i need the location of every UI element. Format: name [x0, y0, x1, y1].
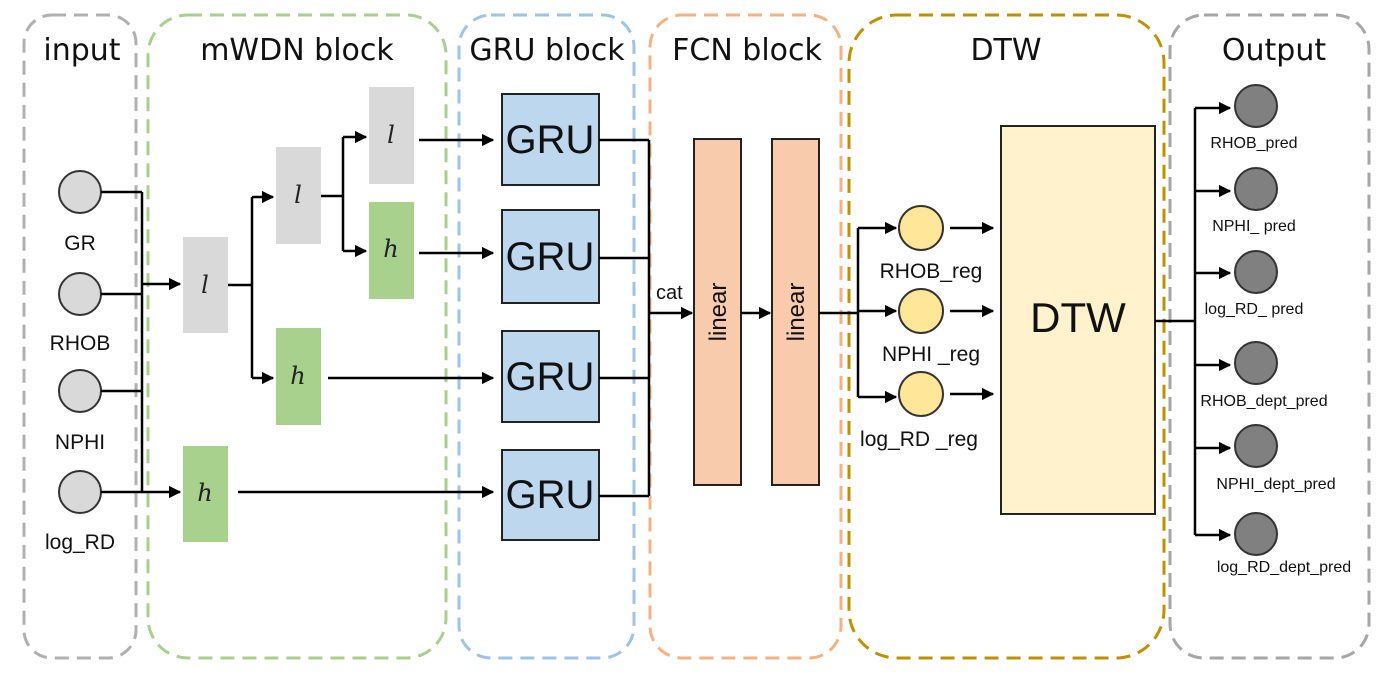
output-section-frame	[1168, 13, 1371, 660]
wavelet-low-box-level3	[369, 87, 414, 184]
gru-box-1	[501, 93, 600, 186]
reg-label-logrd: log_RD _reg	[860, 428, 978, 451]
output-label-nphi-dept-pred: NPHI_dept_pred	[1216, 476, 1335, 493]
fcn-section-title: FCN block	[672, 33, 822, 68]
reg-node-logrd	[898, 371, 944, 417]
fcn-wires	[741, 221, 898, 404]
fcn-section-frame	[648, 13, 843, 660]
reg-to-dtw-wires	[950, 221, 995, 401]
input-label-logrd: log_RD	[45, 531, 115, 554]
wavelet-low-label-level1: l	[201, 271, 209, 299]
output-label-rhob-dept-pred: RHOB_dept_pred	[1200, 393, 1327, 410]
input-section-frame	[22, 13, 138, 660]
gru-box-4	[501, 449, 600, 541]
output-label-nphi-pred: NPHI_ pred	[1212, 218, 1296, 235]
concat-label: cat	[656, 282, 683, 304]
output-node-rhob-dept-pred	[1234, 341, 1278, 385]
input-node-rhob	[58, 272, 102, 316]
output-label-logrd-dept-pred: log_RD_dept_pred	[1217, 559, 1351, 576]
reg-label-nphi: NPHI _reg	[882, 343, 980, 366]
wavelet-high-box-level2	[276, 328, 321, 425]
gru-section-title: GRU block	[469, 33, 625, 68]
gru-box-3	[501, 330, 600, 423]
dtw-section-frame	[847, 13, 1166, 660]
input-node-gr	[58, 170, 102, 214]
dtw-box-label: DTW	[1030, 294, 1126, 341]
wavelet-high-box-level3	[369, 202, 414, 299]
output-node-logrd-dept-pred	[1234, 512, 1278, 556]
linear-label-1: linear	[705, 283, 732, 342]
input-label-gr: GR	[64, 232, 96, 255]
wavelet-low-label-level3: l	[387, 121, 395, 149]
dtw-box	[1000, 125, 1156, 515]
dtw-section-title: DTW	[970, 33, 1041, 68]
gru-label-3: GRU	[506, 355, 595, 399]
reg-label-rhob: RHOB_reg	[880, 260, 983, 283]
output-label-rhob-pred: RHOB_pred	[1210, 135, 1297, 152]
output-node-nphi-pred	[1234, 167, 1278, 211]
input-node-logrd	[58, 470, 102, 514]
mwdn-section-title: mWDN block	[200, 33, 394, 68]
input-label-nphi: NPHI	[55, 431, 105, 454]
gru-label-2: GRU	[506, 235, 595, 279]
gru-box-2	[501, 209, 600, 304]
input-node-nphi	[58, 369, 102, 413]
output-node-logrd-pred	[1234, 250, 1278, 294]
input-label-rhob: RHOB	[50, 332, 111, 355]
wavelet-high-label-level3: h	[383, 235, 398, 263]
output-section-title: Output	[1222, 33, 1326, 68]
linear-label-2: linear	[783, 283, 810, 342]
wavelet-high-label-level2: h	[290, 362, 305, 390]
wavelet-high-label-level1: h	[197, 479, 212, 507]
gru-concat-wires	[599, 138, 694, 498]
reg-node-rhob	[898, 205, 944, 251]
wavelet-high-box-level1	[183, 446, 228, 542]
gru-section-frame	[457, 13, 636, 660]
reg-node-nphi	[898, 288, 944, 334]
gru-label-4: GRU	[506, 473, 595, 517]
gru-label-1: GRU	[506, 118, 595, 162]
mwdn-wires	[228, 130, 495, 499]
mwdn-section-frame	[146, 13, 448, 660]
linear-layer-1	[693, 138, 742, 486]
output-node-rhob-pred	[1234, 84, 1278, 128]
wavelet-low-box-level2	[276, 147, 321, 244]
dtw-output-wires	[1155, 101, 1232, 542]
input-section-title: input	[43, 33, 120, 68]
output-node-nphi-dept-pred	[1234, 424, 1278, 468]
output-label-logrd-pred: log_RD_ pred	[1205, 301, 1304, 318]
wavelet-low-box-level1	[183, 237, 228, 333]
wavelet-low-label-level2: l	[294, 181, 302, 209]
linear-layer-2	[771, 138, 820, 486]
input-bus-wires	[101, 190, 182, 499]
